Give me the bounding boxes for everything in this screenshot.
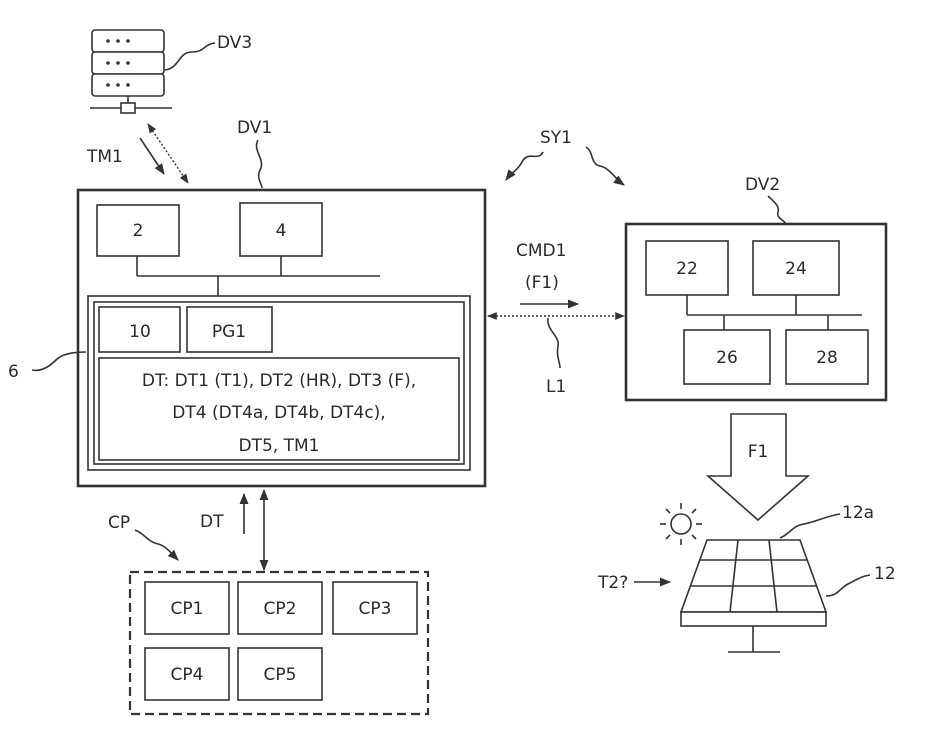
- label-12-leader: [826, 575, 870, 596]
- dt-line-2: DT4 (DT4a, DT4b, DT4c),: [172, 403, 385, 423]
- label-dv3: DV3: [217, 33, 252, 53]
- label-dv2: DV2: [745, 175, 780, 195]
- server-icon: [90, 30, 172, 113]
- box-pg1-label: PG1: [212, 322, 246, 342]
- label-dt: DT: [200, 512, 224, 532]
- dv2-box-22-label: 22: [676, 259, 698, 279]
- l1-leader: [548, 318, 560, 368]
- box-10-label: 10: [129, 322, 151, 342]
- dv2-leader: [768, 196, 786, 224]
- dt-line-3: DT5, TM1: [239, 436, 320, 456]
- dv2-box-28-label: 28: [816, 348, 838, 368]
- label-tm1: TM1: [86, 147, 123, 167]
- label-l1: L1: [546, 377, 566, 397]
- cp2-label: CP2: [264, 599, 297, 619]
- sun-icon: [660, 503, 702, 545]
- dv3-leader: [165, 43, 215, 70]
- cp-leader: [135, 530, 178, 560]
- cp5-label: CP5: [264, 665, 297, 685]
- dv2-box-26-label: 26: [716, 348, 738, 368]
- dt-line-1: DT: DT1 (T1), DT2 (HR), DT3 (F),: [142, 371, 416, 391]
- cp1-label: CP1: [171, 599, 204, 619]
- sy1-arrow-left: [506, 152, 543, 180]
- label-f1: F1: [748, 442, 769, 462]
- label-6: 6: [8, 362, 19, 382]
- label-dv1: DV1: [237, 118, 272, 138]
- cp3-label: CP3: [359, 599, 392, 619]
- tm1-arrow: [140, 138, 164, 174]
- label-f1-paren: (F1): [525, 273, 559, 293]
- label-sy1: SY1: [540, 128, 572, 148]
- label-t2: T2?: [597, 573, 628, 593]
- f1-big-arrow: [708, 414, 808, 520]
- solar-panel-icon: [681, 540, 826, 652]
- dv1-box-2-label: 2: [133, 221, 144, 241]
- dv1-leader: [256, 140, 262, 188]
- label-cp: CP: [108, 513, 130, 533]
- cp4-label: CP4: [171, 665, 204, 685]
- dv1-dv3-link: [148, 124, 188, 183]
- label-12a: 12a: [842, 503, 874, 523]
- label-12: 12: [874, 564, 896, 584]
- sy1-arrow-right: [586, 147, 624, 185]
- label-12a-leader: [780, 514, 840, 538]
- label-cmd1: CMD1: [516, 241, 566, 261]
- dv1-box-4-label: 4: [276, 221, 287, 241]
- dv2-box-24-label: 24: [785, 259, 807, 279]
